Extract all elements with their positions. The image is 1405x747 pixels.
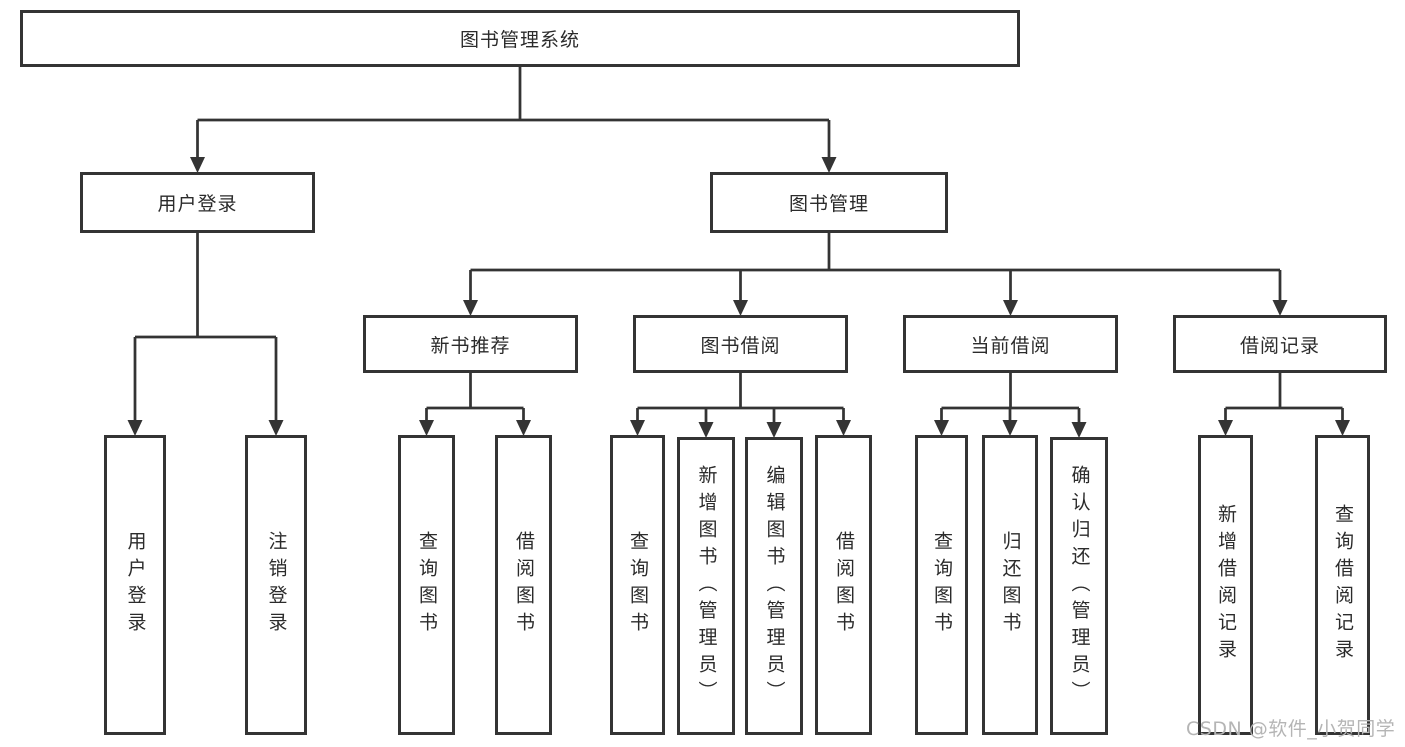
node-label: 新增借阅记录 [1215, 504, 1237, 666]
node-current-borrow: 当前借阅 [903, 315, 1118, 373]
node-label: 查询图书 [627, 531, 649, 639]
node-query-book-3: 查询图书 [915, 435, 968, 735]
node-label: 当前借阅 [970, 334, 1051, 357]
node-label: 图书借阅 [700, 334, 781, 357]
node-query-book-1: 查询图书 [398, 435, 455, 735]
node-label: 查询图书 [416, 531, 438, 639]
node-root: 图书管理系统 [20, 10, 1020, 67]
node-label: 新增图书（管理员） [695, 464, 718, 708]
node-user-login: 用户登录 [80, 172, 315, 233]
node-confirm-return: 确认归还（管理员） [1050, 437, 1108, 735]
node-label: 借阅图书 [513, 531, 535, 639]
node-label: 查询借阅记录 [1332, 504, 1354, 666]
node-label: 借阅图书 [833, 531, 855, 639]
node-label: 用户登录 [157, 193, 238, 215]
node-label: 图书管理 [788, 193, 869, 215]
node-label: 新书推荐 [430, 334, 511, 357]
watermark: CSDN @软件_小贺同学 [1186, 718, 1396, 740]
node-edit-book: 编辑图书（管理员） [745, 437, 803, 735]
node-label: 图书管理系统 [459, 29, 580, 51]
node-label: 编辑图书（管理员） [763, 464, 786, 708]
node-add-book: 新增图书（管理员） [677, 437, 735, 735]
node-return-book: 归还图书 [982, 435, 1038, 735]
node-borrow-book-1: 借阅图书 [495, 435, 552, 735]
node-borrow-book-2: 借阅图书 [815, 435, 872, 735]
node-label: 注销登录 [265, 531, 288, 639]
node-book-mgmt: 图书管理 [710, 172, 948, 233]
node-query-borrow-record: 查询借阅记录 [1315, 435, 1370, 735]
node-add-borrow-record: 新增借阅记录 [1198, 435, 1253, 735]
node-label: 借阅记录 [1239, 334, 1320, 357]
node-user-login-leaf: 用户登录 [104, 435, 166, 735]
node-label: 确认归还（管理员） [1068, 464, 1091, 708]
node-label: 归还图书 [999, 531, 1022, 639]
node-logout-leaf: 注销登录 [245, 435, 307, 735]
node-book-borrow: 图书借阅 [633, 315, 848, 373]
node-borrow-record: 借阅记录 [1173, 315, 1387, 373]
node-new-book-rec: 新书推荐 [363, 315, 578, 373]
node-label: 用户登录 [124, 531, 147, 639]
node-label: 查询图书 [931, 531, 953, 639]
node-query-book-2: 查询图书 [610, 435, 665, 735]
